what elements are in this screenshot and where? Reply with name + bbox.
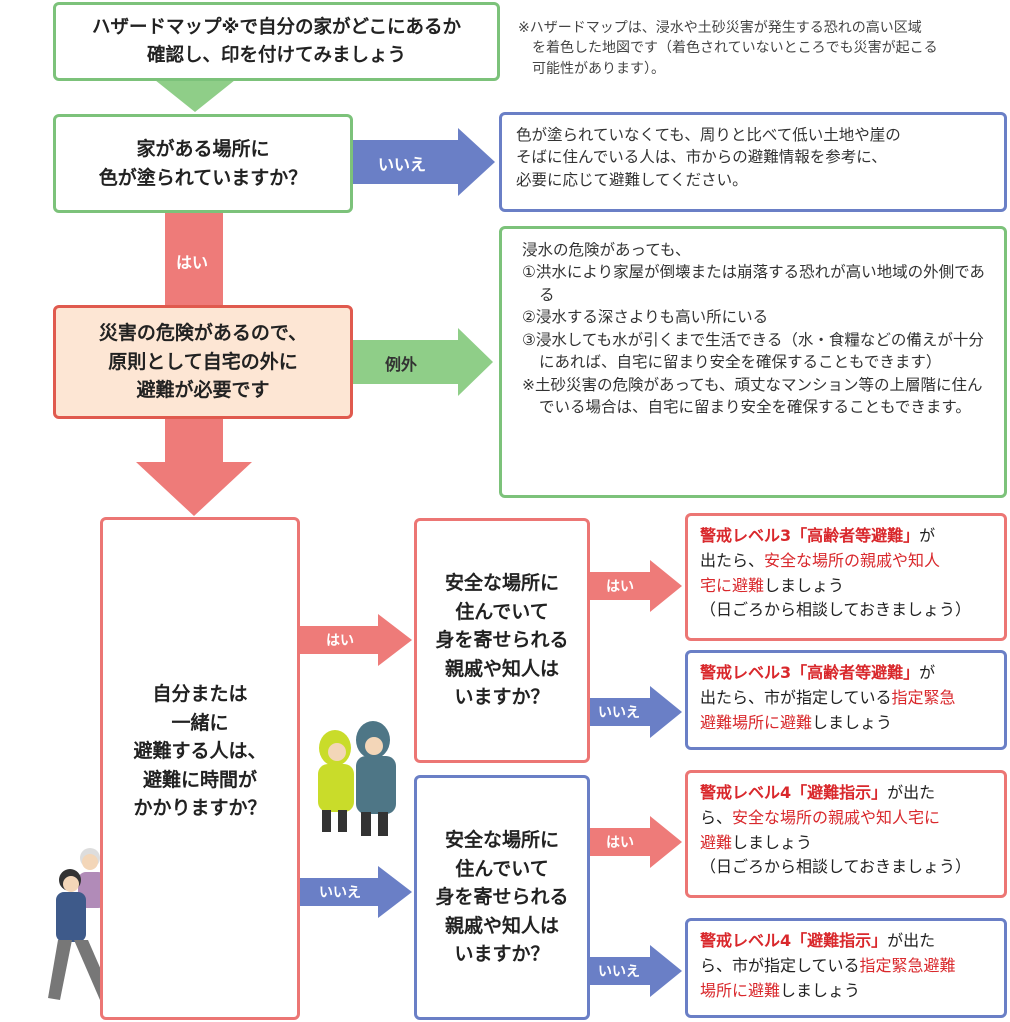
evac-line: 災害の危険があるので、: [98, 322, 308, 345]
question-line: 身を寄せられる: [435, 886, 569, 909]
question-line: 安全な場所に: [444, 829, 559, 852]
alert-level: 警戒レベル4「避難指示」: [700, 931, 888, 950]
result-text: が: [919, 663, 936, 682]
down-arrow-2: [136, 419, 252, 516]
yes-label-q3: はい: [326, 633, 354, 649]
question-line: 一緒に: [171, 711, 229, 734]
result-highlight: 安全な場所の親戚や知人: [764, 550, 941, 570]
question-line: 住んでいて: [455, 600, 549, 623]
question-line: 避難する人は、: [133, 740, 267, 762]
question-relatives-upper: 安全な場所に 住んでいて 身を寄せられる 親戚や知人は いますか？: [414, 518, 590, 763]
yes-arrow-q3: [300, 614, 412, 666]
exception-item: ③浸水しても水が引くまで生活できる（水・食糧などの備えが十分にあれば、自宅に留ま…: [522, 330, 984, 372]
alert-level: 警戒レベル3「高齢者等避難」: [700, 663, 920, 682]
alert-level: 警戒レベル4「避難指示」: [700, 783, 888, 802]
question-line: いますか？: [454, 943, 550, 966]
result-text: しましょう: [764, 575, 845, 595]
result-line: 必要に応じて避難してください。: [516, 170, 748, 189]
question-takes-time: 自分または 一緒に 避難する人は、 避難に時間が かかりますか？: [100, 517, 300, 1020]
question-line: かかりますか？: [133, 797, 267, 819]
result-text: が出た: [887, 931, 936, 950]
question-colored-area: 家がある場所に 色が塗られていますか？: [53, 114, 353, 213]
result-level3-relatives: 警戒レベル3「高齢者等避難」が 出たら、安全な場所の親戚や知人 宅に避難しましょ…: [685, 513, 1007, 641]
question-line: 親戚や知人は: [444, 914, 559, 937]
question-line: 安全な場所に: [444, 572, 559, 595]
yes-bar-q1: [165, 213, 223, 305]
no-arrow-q4b: [590, 945, 682, 997]
yes-label-q4b: はい: [606, 835, 634, 851]
no-arrow-q4a: [590, 686, 682, 738]
step-check-hazard-map: ハザードマップ※で自分の家がどこにあるか 確認し、印を付けてみましょう: [53, 2, 500, 81]
result-level4-relatives: 警戒レベル4「避難指示」が出た ら、安全な場所の親戚や知人宅に 避難しましょう …: [685, 770, 1007, 898]
result-text: が: [919, 526, 936, 545]
question-line: 自分または: [152, 683, 248, 705]
result-text: ら、市が指定している: [700, 955, 860, 975]
result-line: そばに住んでいる人は、市からの避難情報を参考に、: [516, 148, 887, 167]
result-highlight: 避難: [700, 832, 733, 852]
yes-arrow-q4b: [590, 816, 682, 868]
down-arrow-1: [155, 80, 235, 112]
question-line: 色が塗られていますか？: [98, 166, 308, 189]
exception-item: ②浸水する深さよりも高い所にいる: [522, 308, 769, 327]
exception-box: 浸水の危険があっても、 ①洪水により家屋が倒壊または崩落する恐れが高い地域の外側…: [499, 226, 1007, 498]
result-text: 出たら、市が指定している: [700, 687, 892, 707]
raincoat-people-illustration: [318, 721, 396, 836]
hazard-map-note: ※ハザードマップは、浸水や土砂災害が発生する恐れの高い区域 を着色した地図です（…: [518, 18, 1008, 79]
yes-label-q1: はい: [176, 253, 209, 272]
exception-intro: 浸水の危険があっても、: [522, 241, 691, 259]
question-line: 住んでいて: [455, 857, 549, 880]
result-text: （日ごろから相談しておきましょう）: [700, 857, 972, 877]
exception-arrow: [353, 328, 493, 396]
result-text: （日ごろから相談しておきましょう）: [700, 600, 972, 620]
result-level3-shelter: 警戒レベル3「高齢者等避難」が 出たら、市が指定している指定緊急 避難場所に避難…: [685, 650, 1007, 750]
no-label-q3: いいえ: [319, 885, 361, 901]
result-text: しましょう: [812, 712, 893, 732]
exception-item: ①洪水により家屋が倒壊または崩落する恐れが高い地域の外側である: [522, 263, 985, 304]
carrying-elder-illustration: [48, 848, 112, 1000]
step-line: 確認し、印を付けてみましょう: [146, 44, 406, 66]
no-label-q4a: いいえ: [598, 705, 640, 721]
no-label-q1: いいえ: [378, 155, 427, 174]
question-line: 避難に時間が: [142, 768, 257, 791]
result-highlight: 指定緊急避難: [859, 955, 956, 975]
result-highlight: 指定緊急: [891, 687, 956, 707]
yes-arrow-q4a: [590, 560, 682, 612]
question-line: 親戚や知人は: [444, 657, 559, 680]
question-relatives-lower: 安全な場所に 住んでいて 身を寄せられる 親戚や知人は いますか？: [414, 775, 590, 1020]
result-not-colored: 色が塗られていなくても、周りと比べて低い土地や崖の そばに住んでいる人は、市から…: [499, 112, 1007, 212]
exception-label: 例外: [385, 355, 418, 374]
result-highlight: 安全な場所の親戚や知人宅に: [732, 807, 941, 827]
result-text: 出たら、: [700, 550, 765, 570]
result-text: しましょう: [732, 832, 813, 852]
result-text: ら、: [700, 807, 733, 827]
exception-note: ※土砂災害の危険があっても、頑丈なマンション等の上層階に住んでいる場合は、自宅に…: [522, 375, 983, 417]
question-line: いますか？: [454, 686, 550, 709]
evac-line: 避難が必要です: [136, 379, 270, 402]
no-arrow-q1: [350, 128, 495, 196]
yes-label-q4a: はい: [606, 579, 634, 595]
result-text: しましょう: [780, 980, 861, 1000]
result-level4-shelter: 警戒レベル4「避難指示」が出た ら、市が指定している指定緊急避難 場所に避難しま…: [685, 918, 1007, 1018]
no-label-q4b: いいえ: [598, 964, 640, 980]
evac-line: 原則として自宅の外に: [108, 350, 298, 373]
note-line: ※ハザードマップは、浸水や土砂災害が発生する恐れの高い区域: [518, 20, 922, 36]
evacuation-required-box: 災害の危険があるので、 原則として自宅の外に 避難が必要です: [53, 305, 353, 419]
step-line: ハザードマップ※で自分の家がどこにあるか: [92, 16, 461, 38]
result-highlight: 宅に避難: [700, 575, 765, 595]
no-arrow-q3: [300, 866, 412, 918]
question-line: 家がある場所に: [136, 138, 270, 160]
question-line: 身を寄せられる: [435, 629, 569, 652]
result-highlight: 避難場所に避難: [700, 712, 813, 732]
note-line: を着色した地図です（着色されていないところでも災害が起こる: [532, 40, 938, 57]
result-text: が出た: [887, 783, 936, 802]
result-line: 色が塗られていなくても、周りと比べて低い土地や崖の: [516, 126, 901, 144]
note-line: 可能性があります）。: [532, 60, 665, 77]
result-highlight: 場所に避難: [700, 980, 781, 1000]
alert-level: 警戒レベル3「高齢者等避難」: [700, 526, 920, 545]
